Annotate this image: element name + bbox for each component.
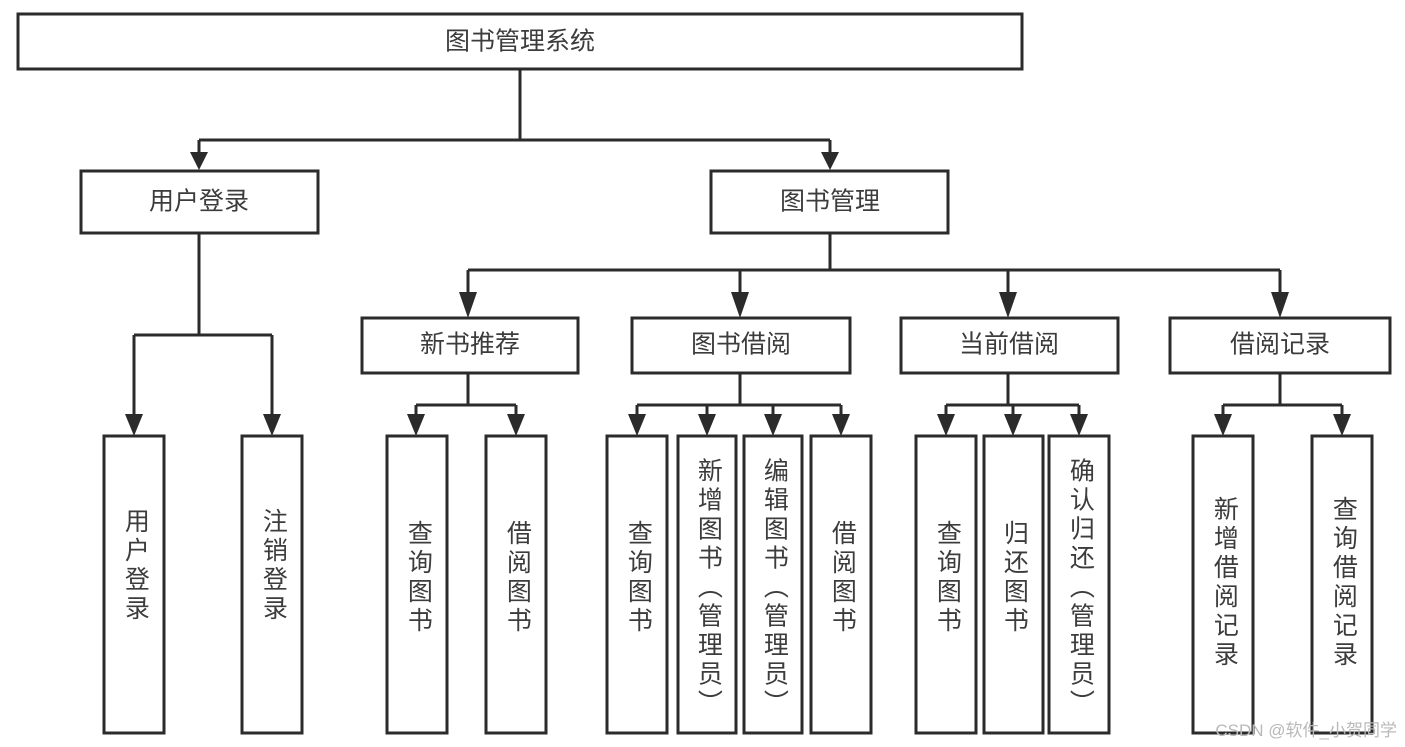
node-leaf-query-book-1-box[interactable] [385,434,449,735]
arrow-to-leaf-add-record [1214,414,1232,436]
arrow-to-leaf-user-login [125,414,143,436]
arrow-to-book-borrow [731,292,749,318]
node-leaf-borrow-book-2[interactable]: 借阅图书 [809,434,873,735]
node-leaf-user-login-label: 用户登录 [121,508,150,624]
node-leaf-confirm-return-box[interactable] [1047,434,1111,735]
node-leaf-query-book-1[interactable]: 查询图书 [385,434,449,735]
node-leaf-user-login[interactable]: 用户登录 [102,434,166,735]
node-leaf-query-book-3[interactable]: 查询图书 [914,434,978,735]
arrow-to-leaf-borrow-book-2 [832,414,850,436]
node-leaf-query-book-3-label: 查询图书 [933,520,962,636]
node-leaf-add-book[interactable]: 新增图书（管理员） [676,434,738,735]
node-book-borrow-box[interactable] [630,316,852,375]
node-user-login-box[interactable] [79,169,320,235]
node-leaf-query-book-2-label: 查询图书 [624,520,653,636]
node-leaf-query-book-1-label: 查询图书 [404,520,433,636]
arrow-to-current-borrow [999,292,1017,318]
arrow-to-leaf-query-book-1 [407,414,425,436]
node-book-manage-box[interactable] [709,169,950,235]
arrow-to-leaf-user-logout [263,414,281,436]
node-leaf-query-record[interactable]: 查询借阅记录 [1310,434,1374,735]
node-leaf-confirm-return[interactable]: 确认归还（管理员） [1047,434,1111,735]
node-book-manage[interactable]: 图书管理 [709,169,950,235]
arrow-to-leaf-confirm-return [1070,414,1088,436]
node-new-book-recommend-label: 新书推荐 [420,331,520,359]
node-borrow-record-box[interactable] [1168,316,1392,375]
node-leaf-add-record-label: 新增借阅记录 [1210,496,1239,670]
node-leaf-query-book-3-box[interactable] [914,434,978,735]
node-leaf-user-logout[interactable]: 注销登录 [240,434,304,735]
node-current-borrow[interactable]: 当前借阅 [899,316,1120,375]
node-borrow-record-label: 借阅记录 [1230,331,1330,359]
node-leaf-edit-book[interactable]: 编辑图书（管理员） [742,434,804,735]
node-leaf-return-book-box[interactable] [982,434,1045,735]
node-layer: 图书管理系统 用户登录 图书管理 新书推荐 图书借阅 [16,12,1392,735]
node-root-box[interactable] [16,12,1024,71]
node-book-borrow[interactable]: 图书借阅 [630,316,852,375]
node-leaf-edit-book-box[interactable] [742,434,804,735]
node-leaf-add-record[interactable]: 新增借阅记录 [1191,434,1255,735]
node-leaf-user-logout-label: 注销登录 [259,508,288,624]
node-new-book-recommend[interactable]: 新书推荐 [360,316,580,375]
node-leaf-return-book-label: 归还图书 [1000,520,1029,636]
arrow-to-new-book-recommend [459,292,477,318]
node-leaf-user-logout-box[interactable] [240,434,304,735]
node-leaf-add-record-box[interactable] [1191,434,1255,735]
arrow-to-leaf-query-book-3 [937,414,955,436]
node-leaf-borrow-book-2-label: 借阅图书 [828,520,857,636]
node-leaf-query-record-label: 查询借阅记录 [1329,496,1358,670]
edge-layer [125,69,1351,436]
node-leaf-edit-book-label: 编辑图书（管理员） [760,458,789,719]
node-root[interactable]: 图书管理系统 [16,12,1024,71]
node-leaf-user-login-box[interactable] [102,434,166,735]
node-leaf-borrow-book-1-label: 借阅图书 [503,520,532,636]
arrow-to-leaf-query-record [1333,414,1351,436]
arrow-to-borrow-record [1271,292,1289,318]
node-user-login[interactable]: 用户登录 [79,169,320,235]
arrow-to-leaf-edit-book [764,414,782,436]
node-leaf-query-book-2-box[interactable] [605,434,669,735]
node-leaf-borrow-book-1-box[interactable] [484,434,548,735]
node-book-manage-label: 图书管理 [780,188,880,216]
arrow-root-to-book-manage [821,152,839,170]
arrow-to-leaf-add-book [698,414,716,436]
node-leaf-query-book-2[interactable]: 查询图书 [605,434,669,735]
node-borrow-record[interactable]: 借阅记录 [1168,316,1392,375]
node-leaf-return-book[interactable]: 归还图书 [982,434,1045,735]
arrow-to-leaf-query-book-2 [628,414,646,436]
node-root-label: 图书管理系统 [445,28,595,56]
node-new-book-recommend-box[interactable] [360,316,580,375]
node-leaf-borrow-book-2-box[interactable] [809,434,873,735]
arrow-root-to-user-login [190,152,208,170]
node-leaf-confirm-return-label: 确认归还（管理员） [1066,458,1095,719]
arrow-to-leaf-borrow-book-1 [507,414,525,436]
node-current-borrow-label: 当前借阅 [959,331,1059,359]
node-leaf-query-record-box[interactable] [1310,434,1374,735]
node-leaf-borrow-book-1[interactable]: 借阅图书 [484,434,548,735]
node-book-borrow-label: 图书借阅 [691,331,791,359]
node-leaf-add-book-label: 新增图书（管理员） [694,458,723,719]
node-leaf-add-book-box[interactable] [676,434,738,735]
node-current-borrow-box[interactable] [899,316,1120,375]
arrow-to-leaf-return-book [1004,414,1022,436]
node-user-login-label: 用户登录 [149,188,249,216]
